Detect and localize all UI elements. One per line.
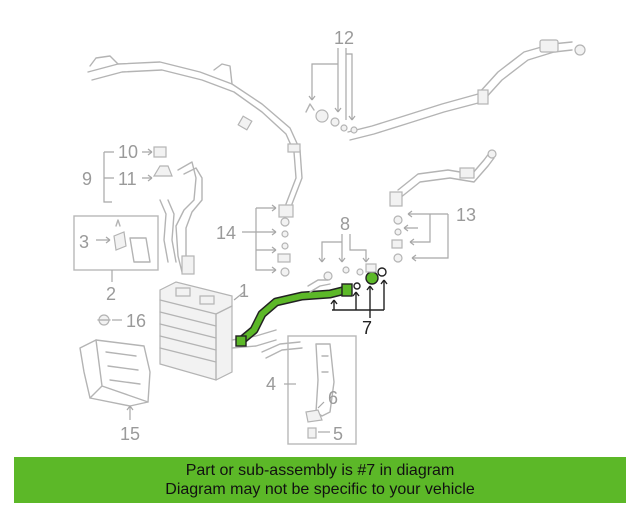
callout-8-group — [307, 234, 377, 293]
callout-6: 6 — [328, 388, 338, 408]
banner-line-2: Diagram may not be specific to your vehi… — [165, 481, 475, 498]
callout-16: 16 — [126, 311, 146, 331]
callout-1: 1 — [239, 281, 249, 301]
callout-9: 9 — [82, 169, 92, 189]
parts-diagram: 1 2 3 4 5 6 7 8 9 10 11 12 13 14 15 16 — [73, 28, 586, 445]
callout-11: 11 — [118, 169, 137, 189]
callout-12-leaders — [308, 48, 356, 121]
callout-9-10-11-group — [103, 146, 203, 275]
callout-15: 15 — [120, 424, 140, 444]
hose-part-7 — [235, 267, 387, 347]
callout-3: 3 — [79, 232, 89, 252]
lower-pipe — [261, 341, 303, 359]
callout-4: 4 — [266, 374, 276, 394]
callout-14-group — [242, 204, 291, 277]
callout-13: 13 — [456, 205, 476, 225]
shroud-and-clip — [79, 314, 151, 420]
upper-line-assembly — [87, 55, 303, 218]
callout-2: 2 — [106, 284, 116, 304]
oil-cooler — [159, 281, 277, 381]
callout-8: 8 — [340, 214, 350, 234]
callout-14: 14 — [216, 223, 236, 243]
callout-5: 5 — [333, 424, 343, 444]
callout-12: 12 — [334, 28, 354, 48]
right-upper-line-assembly — [305, 39, 586, 141]
callout-7: 7 — [362, 318, 372, 338]
info-banner: Part or sub-assembly is #7 in diagram Di… — [14, 457, 626, 503]
callout-10: 10 — [118, 142, 138, 162]
callout-7-leaders — [330, 279, 388, 318]
right-line-assembly — [389, 149, 497, 263]
mount-box — [284, 335, 357, 445]
banner-line-1: Part or sub-assembly is #7 in diagram — [185, 462, 455, 479]
bracket-box — [73, 215, 159, 282]
